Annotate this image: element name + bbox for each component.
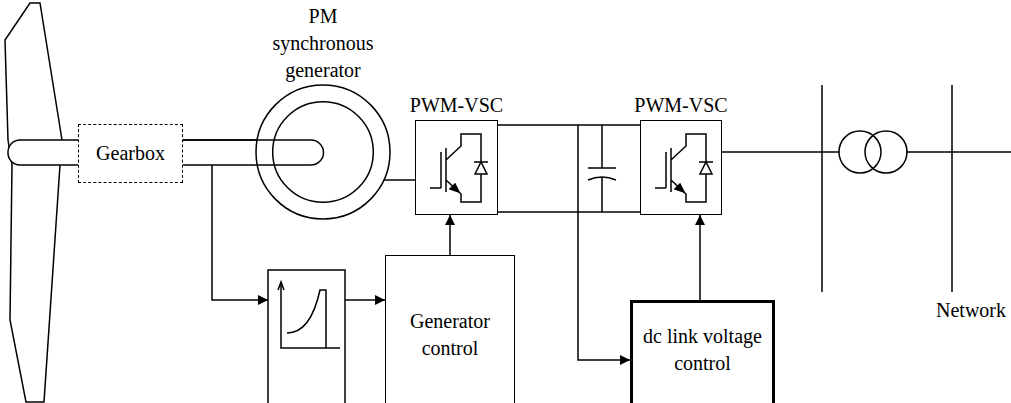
box-label: dc link voltage control xyxy=(636,323,769,377)
capacitor-symbol xyxy=(588,125,616,212)
box-label: Generator control xyxy=(391,308,509,362)
heading-label: PWM-VSC xyxy=(410,92,503,119)
power-curve-box xyxy=(268,270,345,403)
busbar xyxy=(822,85,952,292)
connector xyxy=(449,215,451,255)
connector xyxy=(183,139,257,141)
transformer-winding xyxy=(865,131,907,173)
dc-sense-wire xyxy=(578,125,630,360)
curve-axis-tip xyxy=(278,282,284,290)
converter-box: PWM-VSC xyxy=(415,120,498,215)
converter-box: PWM-VSC xyxy=(640,120,722,215)
dc-link-wire xyxy=(498,211,640,213)
gearbox-box: Gearbox xyxy=(78,124,183,183)
rotor-outline xyxy=(273,102,374,203)
connector xyxy=(384,179,415,181)
power-curve xyxy=(287,290,326,348)
generator-shaft xyxy=(183,140,324,165)
igbt-symbol xyxy=(430,134,488,202)
transformer-winding xyxy=(839,131,881,173)
box-label: Gearbox xyxy=(84,140,177,167)
heading-label: PWM-VSC xyxy=(634,92,727,119)
control-box: dc link voltage control xyxy=(630,300,775,403)
generator-circle: PM synchronous generator xyxy=(255,84,391,220)
connector xyxy=(498,124,640,126)
curve-axes xyxy=(281,284,340,348)
control-signal-wire xyxy=(212,165,268,300)
generator-symbol xyxy=(255,84,391,220)
turbine-blade xyxy=(5,3,62,402)
control-box: Generator control xyxy=(385,255,515,403)
heading-label: PM synchronous generator xyxy=(259,3,387,84)
network-label: Network xyxy=(936,297,1006,324)
igbt-symbol xyxy=(655,134,713,202)
connector xyxy=(699,215,701,300)
stator-outline xyxy=(256,85,390,219)
control-signal-wire xyxy=(345,299,385,301)
